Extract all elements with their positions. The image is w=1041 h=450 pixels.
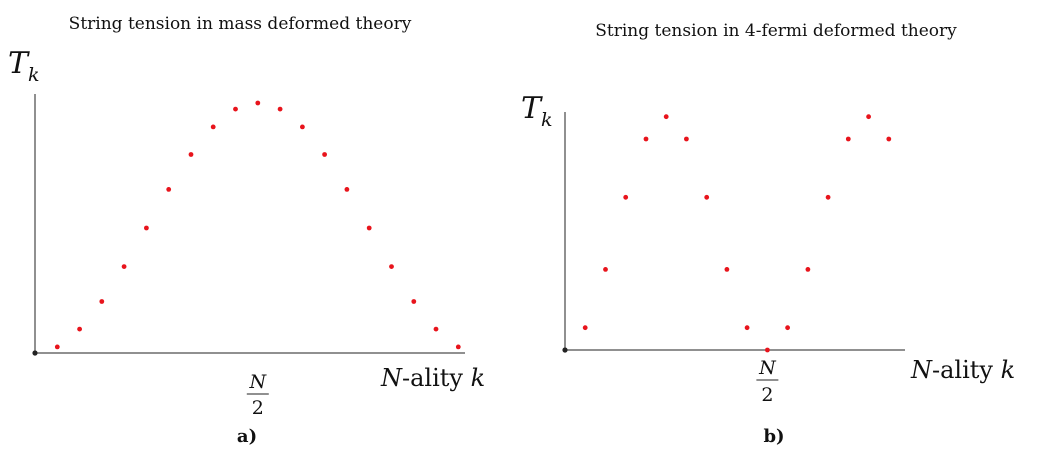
panel-label-a: a) [237,426,257,447]
x-axis-label-var2-b: k [1001,356,1016,384]
x-axis-label-text-b: -ality [932,356,1001,384]
panel-b: String tension in 4-fermi deformed theor… [521,21,1015,447]
x-tick-den-b: 2 [761,384,773,406]
x-tick-half-a: N 2 [246,371,269,419]
data-point-a [188,152,194,157]
data-point-a [322,152,327,157]
data-point-b [845,136,851,142]
panel-a: String tension in mass deformed theory T… [8,14,485,447]
x-axis-label-var-b: N [910,356,933,384]
x-tick-half-b: N 2 [756,357,779,406]
x-axis-label-b: N-ality k [910,356,1015,384]
y-axis-label-a: Tk [8,46,40,86]
y-axis-label-sub-b: k [541,109,553,131]
data-point-a [210,124,216,130]
data-point-a [233,106,238,112]
data-point-b [866,114,871,120]
y-axis-label-main-b: T [521,91,543,126]
data-point-a [411,299,417,304]
title-a: String tension in mass deformed theory [69,14,412,34]
data-point-a [366,225,372,231]
x-axis-label-text-a: -ality [402,364,471,392]
data-point-a [344,187,350,192]
data-point-b [805,267,811,272]
data-point-a [32,350,38,356]
data-point-a [300,124,305,130]
data-point-b [724,267,730,272]
data-point-b [744,325,750,331]
data-point-a [144,225,149,231]
data-point-b [785,325,790,331]
data-point-a [455,344,461,350]
data-point-a [433,326,439,332]
data-point-a [99,299,105,304]
data-point-b [765,347,770,353]
data-point-a [77,326,82,332]
panel-label-b: b) [763,426,784,447]
x-tick-num-a: N [248,371,267,393]
x-tick-den-a: 2 [252,397,264,419]
data-point-a [389,264,394,269]
data-point-a [277,106,283,112]
y-axis-label-main-a: T [8,46,30,81]
data-point-b [603,267,608,272]
y-axis-label-b: Tk [521,91,553,131]
data-point-a [255,100,261,106]
data-point-a [166,187,172,192]
x-axis-label-var-a: N [380,364,403,392]
data-point-b [623,194,629,200]
x-axis-label-a: N-ality k [380,364,485,392]
data-point-b [582,325,588,331]
data-point-b [643,136,649,142]
points-a [32,100,461,356]
x-axis-label-var2-a: k [471,364,486,392]
data-point-b [684,136,689,142]
points-b [562,114,892,353]
x-tick-num-b: N [758,357,777,379]
data-point-b [663,114,669,120]
title-b: String tension in 4-fermi deformed theor… [595,21,957,41]
data-point-b [825,194,831,200]
data-point-b [562,347,568,353]
data-point-b [704,194,710,200]
y-axis-label-sub-a: k [28,64,40,86]
data-point-b [886,136,892,142]
data-point-a [121,264,127,269]
data-point-a [54,344,60,350]
